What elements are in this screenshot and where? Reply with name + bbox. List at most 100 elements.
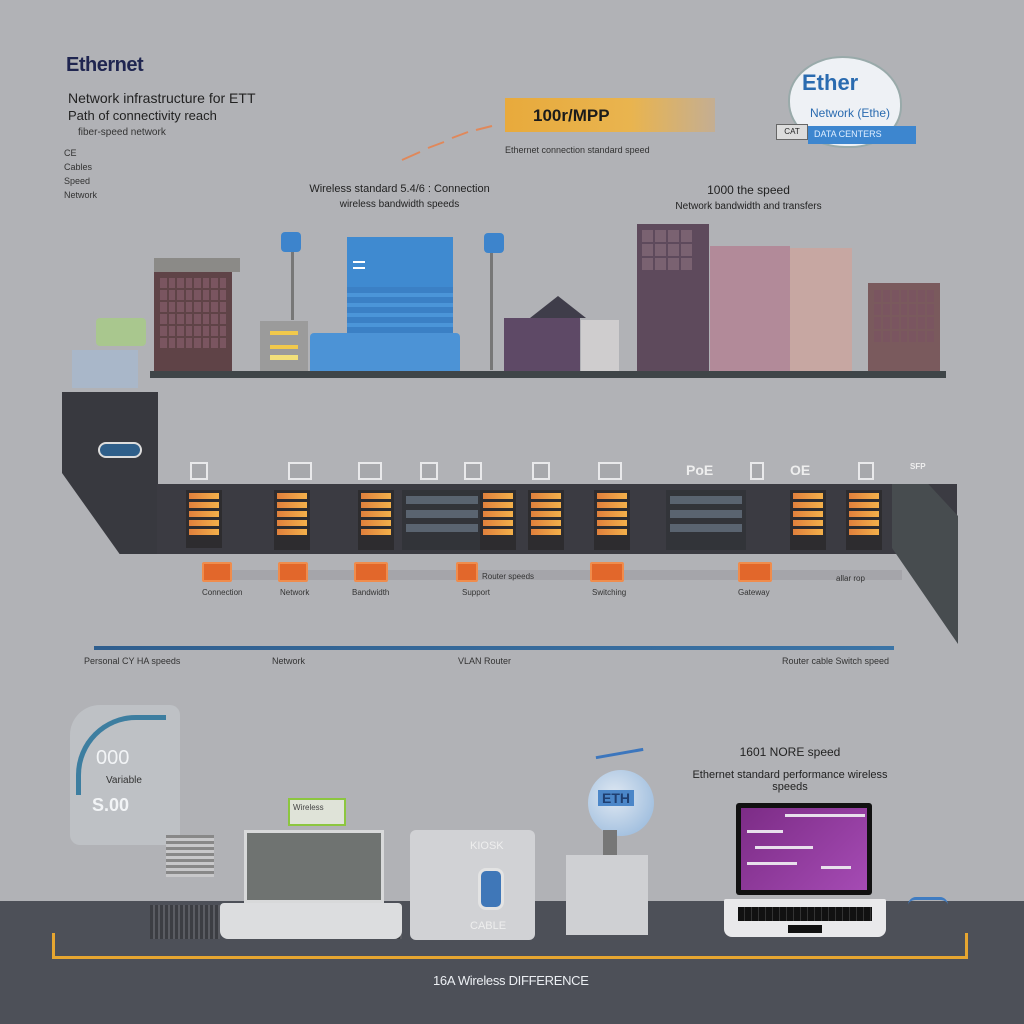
caption-wireless-body: wireless bandwidth speeds — [339, 199, 460, 210]
building-pink — [710, 246, 790, 372]
patch-panel — [846, 490, 882, 550]
building-blue-office — [347, 237, 453, 337]
rack-right-housing — [892, 484, 958, 644]
speed-banner-label: 100r/MPP — [533, 106, 610, 125]
ethernet-connector — [354, 562, 388, 582]
arc-decoration — [595, 747, 645, 765]
street-line — [150, 371, 946, 378]
dash-trail-decoration — [401, 125, 493, 161]
legend-item: Cables — [64, 162, 93, 172]
keyboard-icon — [150, 905, 220, 939]
subtitle-line-2: Path of connectivity reach — [68, 108, 217, 123]
building-roof — [530, 296, 586, 318]
speed-caption: Ethernet connection standard speed — [505, 145, 650, 155]
badge-subtitle: Network (Ethe) — [810, 106, 891, 120]
connector-label: Connection — [202, 588, 243, 597]
router-display — [98, 442, 142, 458]
caption-wireless: Wireless standard 5.4/6 : Connection wir… — [292, 183, 507, 210]
building-roof — [154, 258, 240, 272]
window-grid — [874, 290, 934, 342]
switch-icon — [750, 462, 764, 480]
backbone-label: Router cable Switch speed — [782, 656, 890, 666]
patch-panel — [594, 490, 630, 550]
caption-speed: 1000 the speed Network bandwidth and tra… — [656, 183, 841, 212]
port-icon — [358, 462, 382, 480]
switch-panel — [666, 490, 746, 550]
globe-icon: ETH — [588, 770, 654, 836]
connector-label: Gateway — [738, 588, 770, 597]
ethernet-connector — [202, 562, 232, 582]
laptop-silver — [220, 830, 402, 940]
connector-label: Network — [280, 588, 310, 597]
connector-label: Support — [462, 588, 491, 597]
legend-item: Speed — [64, 176, 91, 186]
window-grid — [642, 230, 692, 270]
legend: CE Cables Speed Network — [64, 146, 97, 202]
trackpad — [788, 925, 822, 933]
connector-label: Bandwidth — [352, 588, 390, 597]
city-skyline — [0, 0, 1024, 388]
router-icon — [858, 462, 874, 480]
caption-speed-body: Network bandwidth and transfers — [675, 201, 822, 212]
port-icon — [288, 462, 312, 480]
bracket-decoration — [52, 933, 968, 959]
camera-icon — [484, 233, 504, 253]
port-icon — [598, 462, 622, 480]
patch-panel — [358, 490, 394, 550]
building-purple-house — [504, 318, 580, 371]
speed-bubble: 000 Variable S.00 — [70, 705, 180, 845]
caption-bottom-right-body: Ethernet standard performance wireless s… — [692, 769, 888, 793]
subtitle-line-3: fiber-speed network — [78, 127, 166, 138]
network-backbone-line — [94, 646, 894, 650]
connector-label: Switching — [592, 588, 627, 597]
port-icon — [190, 462, 208, 480]
camera-icon — [281, 232, 301, 252]
bubble-speed: S.00 — [92, 795, 130, 815]
port-icon — [420, 462, 438, 480]
green-sign — [96, 318, 146, 346]
laptop-screen — [736, 803, 872, 895]
subtitle-line-1: Network infrastructure for ETT — [68, 90, 256, 106]
patch-panel — [274, 490, 310, 550]
kiosk — [260, 321, 308, 371]
laptop-screen — [244, 830, 384, 903]
wireless-card: Wireless — [288, 798, 346, 826]
bubble-number: 000 — [96, 747, 130, 769]
backbone-label: Network — [272, 656, 306, 666]
port-icon — [532, 462, 550, 480]
caption-bottom-right: 1601 NORE speed Ethernet standard perfor… — [680, 745, 900, 793]
building-brick — [154, 258, 232, 372]
legend-item: CE — [64, 148, 77, 158]
device-port-icon — [478, 868, 504, 910]
building-blue-base — [310, 333, 460, 371]
switch-panel — [402, 490, 482, 550]
globe-label: ETH — [598, 790, 634, 806]
page-title: Ethernet — [66, 54, 144, 76]
window-grid — [160, 278, 226, 348]
badge-title: Ether — [802, 70, 859, 95]
badge-ribbon: DATA CENTERS — [808, 126, 916, 144]
cable — [908, 897, 948, 905]
lamp-post — [490, 248, 493, 370]
caption-bottom-right-title: 1601 NORE speed — [739, 745, 841, 759]
patch-panel — [790, 490, 826, 550]
rack-left-housing — [62, 392, 158, 554]
oe-icon: OE — [790, 462, 811, 478]
patch-panel — [480, 490, 516, 550]
network-rack: PoE OE SFP Connection Network Bandwidth … — [62, 392, 958, 644]
ethernet-connector — [456, 562, 478, 582]
building-lit-windows — [581, 320, 619, 371]
caption-speed-title: 1000 the speed — [707, 183, 790, 197]
device-label: KIOSK — [470, 840, 504, 852]
ethernet-connector — [278, 562, 308, 582]
wireless-card-label: Wireless — [293, 803, 324, 812]
patch-panel — [186, 490, 222, 548]
port-icon — [464, 462, 482, 480]
ethernet-connector — [738, 562, 772, 582]
arc-decoration — [76, 715, 166, 795]
sfp-icon: SFP — [910, 462, 926, 471]
legend-item: Network — [64, 190, 98, 200]
rack-right-label: allar rop — [836, 574, 865, 583]
ethernet-badge: Ether Network (Ethe) DATA CENTERS CAT — [776, 56, 916, 156]
poe-icon: PoE — [686, 462, 714, 478]
